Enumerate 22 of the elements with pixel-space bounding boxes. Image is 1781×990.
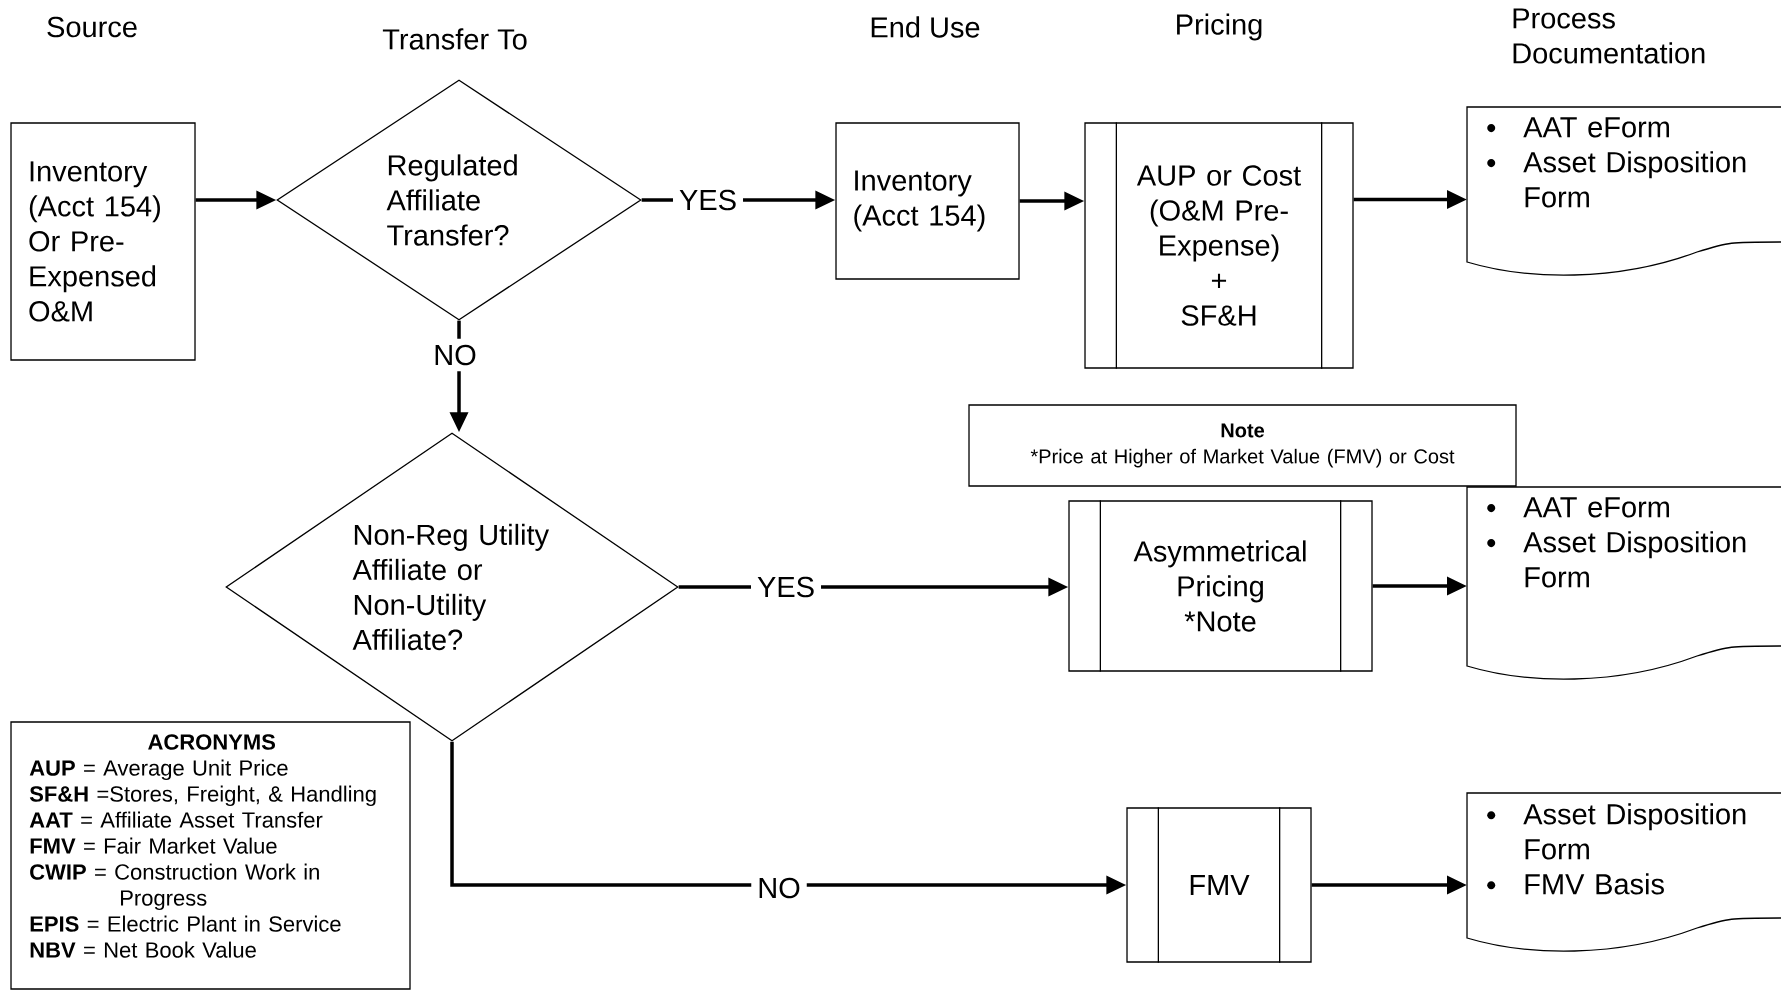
column-heading: Source [47,16,137,38]
node-label: AAT eForm [1523,117,1669,138]
node-label: AAT eForm [1523,497,1669,518]
edge-label: YES [751,570,821,604]
node-label: Asset Disposition Form [1523,531,1746,588]
predefined-process-box: FMV [1126,806,1312,964]
predefined-process-box: Asymmetrical Pricing *Note [1068,499,1373,673]
column-heading: Transfer To [382,28,527,50]
column-heading: End Use [871,16,980,38]
acronyms-box: ACRONYMS AUP = Average Unit Price SF&H =Stores, Freight, & Handling AAT = Affiliate Asset Transfer FMV = Fair Market Value CWIP = Construction Work in Progress EPIS = Electric Plant in Service NBV = Net Book Value [10,721,411,990]
edge-label: YES [673,183,743,217]
node-label: Asset Disposition Form [1523,151,1746,208]
edge-label: NO [427,338,483,372]
process-box: Inventory (Acct 154) Or Pre-Expensed O&M [10,122,196,361]
column-heading: Pricing [1177,13,1262,41]
predefined-process-box: AUP or Cost (O&M Pre-Expense) + SF&H [1084,121,1354,370]
edge-label: NO [751,871,807,905]
process-box: Inventory (Acct 154) [835,122,1020,280]
column-heading: Process Documentation [1513,8,1705,64]
node-label: FMV Basis [1525,873,1664,895]
node-label: Asset Disposition Form [1523,803,1746,860]
note-box: Note *Price at Higher of Market Value (FMV) or Cost [968,404,1517,487]
